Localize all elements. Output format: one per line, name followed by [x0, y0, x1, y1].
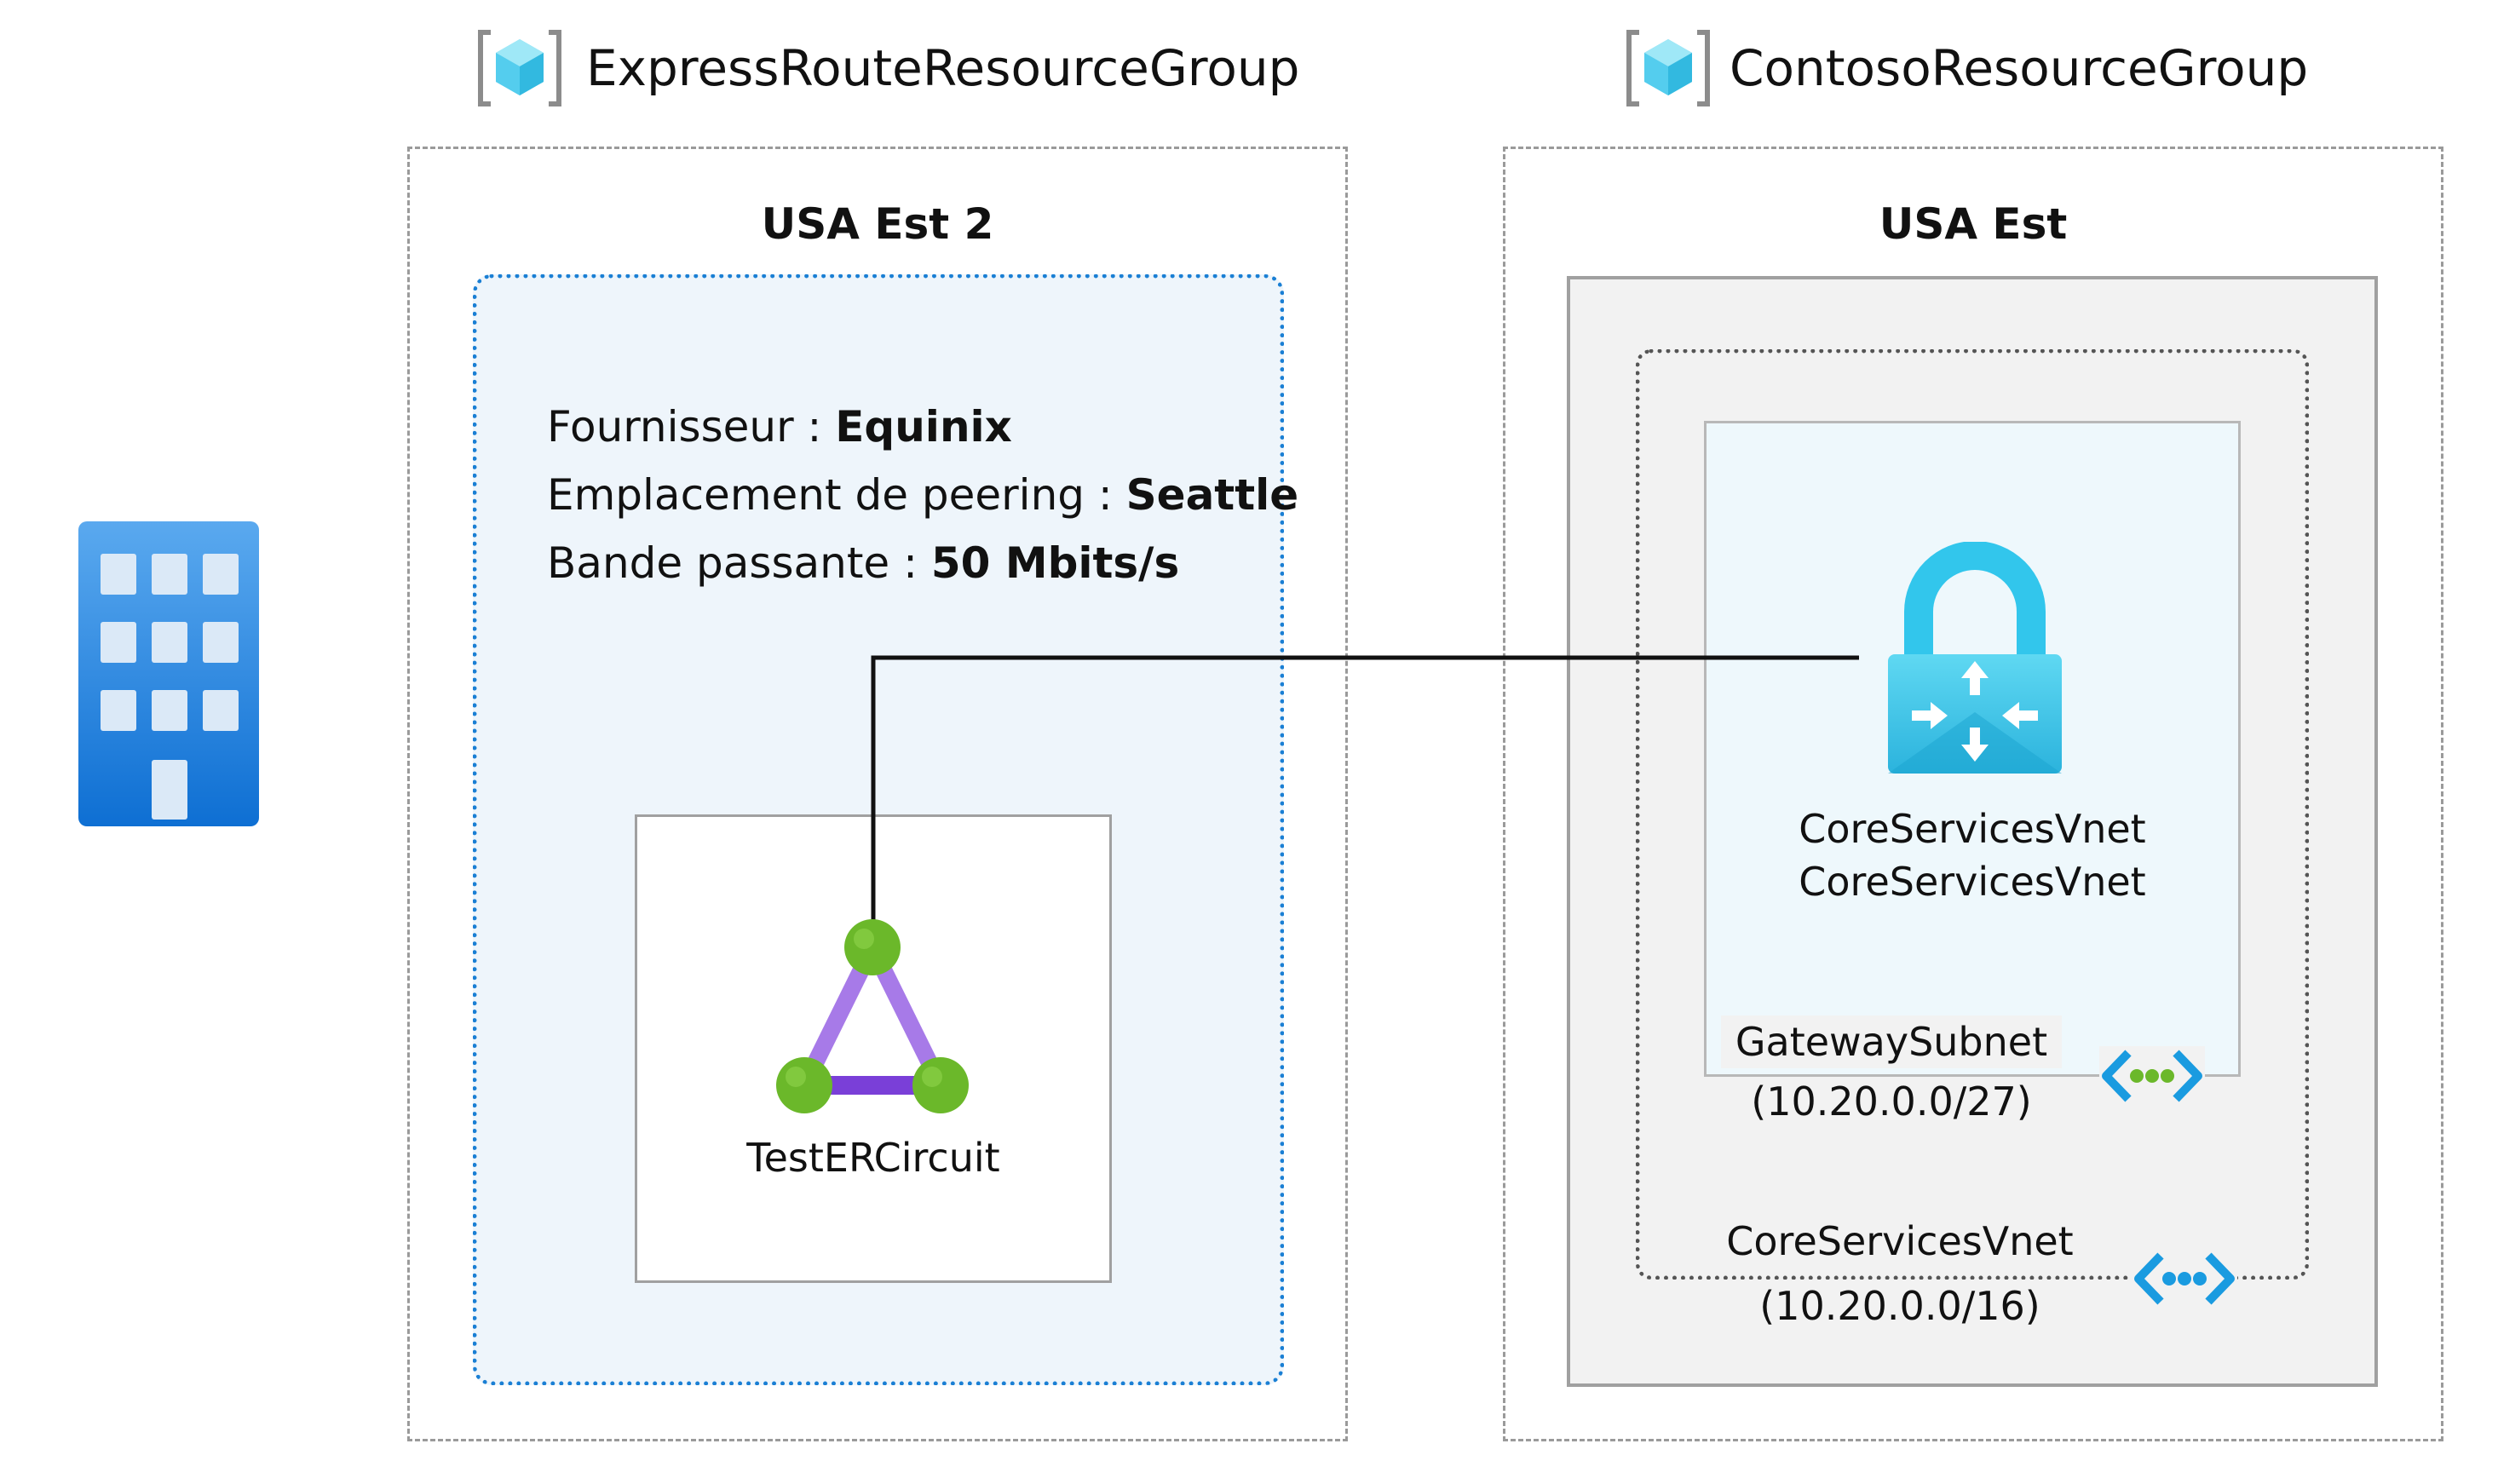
circuit-name: TestERCircuit	[746, 1135, 1000, 1181]
region-title-east-us: USA Est	[1879, 199, 2068, 249]
building-icon	[78, 521, 259, 826]
expressroute-circuit-icon	[763, 918, 981, 1116]
resource-group-contoso-header: ContosoResourceGroup	[1624, 26, 2308, 111]
provider-line: Fournisseur : Equinix	[547, 406, 1012, 448]
peering-value: Seattle	[1125, 470, 1299, 520]
vnet-cidr: (10.20.0.0/16)	[1759, 1283, 2040, 1329]
gateway-name-line-1: CoreServicesVnet	[1799, 806, 2146, 852]
provider-value: Equinix	[835, 402, 1012, 452]
resource-group-icon	[1624, 26, 1712, 111]
vnet-name: CoreServicesVnet	[1704, 1215, 2096, 1268]
gateway-subnet-name: GatewaySubnet	[1721, 1015, 2062, 1069]
bandwidth-label: Bande passante :	[547, 538, 931, 588]
bandwidth-line: Bande passante : 50 Mbits/s	[547, 542, 1179, 584]
resource-group-expressroute-header: ExpressRouteResourceGroup	[475, 26, 1299, 111]
peering-location-line: Emplacement de peering : Seattle	[547, 474, 1298, 516]
resource-group-icon	[475, 26, 564, 111]
contoso-resource-group-container	[1503, 147, 2443, 1441]
virtual-network-icon	[2132, 1249, 2237, 1309]
peering-label: Emplacement de peering :	[547, 470, 1126, 520]
subnet-icon	[2099, 1046, 2205, 1106]
resource-group-title: ExpressRouteResourceGroup	[586, 39, 1300, 97]
virtual-network-boundary	[1636, 349, 2309, 1280]
provider-label: Fournisseur :	[547, 402, 836, 452]
resource-group-title: ContosoResourceGroup	[1730, 39, 2309, 97]
region-title-east-us-2: USA Est 2	[761, 199, 994, 249]
gateway-subnet-cidr: (10.20.0.0/27)	[1751, 1078, 2032, 1125]
expressroute-resource-group-container	[407, 147, 1348, 1441]
bandwidth-value: 50 Mbits/s	[930, 538, 1180, 588]
gateway-name-line-2: CoreServicesVnet	[1799, 859, 2146, 905]
virtual-network-gateway-icon	[1886, 542, 2063, 777]
